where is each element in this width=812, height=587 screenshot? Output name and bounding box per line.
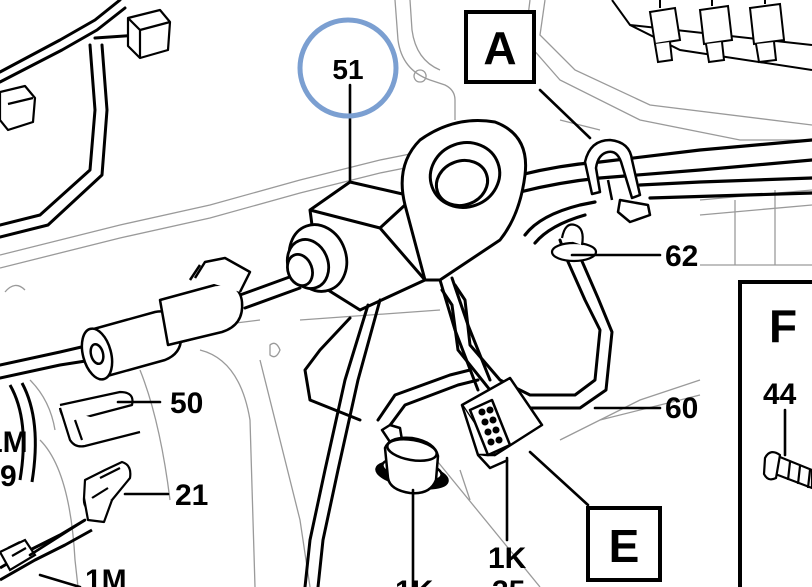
callout-1m-bottom-label: 1M [85,564,127,587]
bolt-44 [762,451,812,490]
callout-1m-left-label: 1M [0,426,28,459]
cable-clamp [583,138,652,224]
box-a: A [464,10,536,84]
leader-lines [28,83,787,587]
item-51-down-wires [303,276,492,587]
callout-51-label: 51 [332,54,363,85]
top-left-harness [0,0,142,239]
main-harness-right [518,138,812,245]
box-e: E [586,506,662,582]
top-right-relay-block [611,0,812,71]
item-50-clip [58,390,141,448]
item-21-connector [82,460,132,524]
box-f-frame [738,280,812,587]
callout-21-label: 21 [175,479,208,512]
callout-60-label: 60 [665,392,698,425]
callout-1k-left-label: 1K [395,575,434,587]
box-f-label: F [769,300,797,352]
left-harness-connector [80,256,252,381]
grommet-62 [550,223,598,263]
callout-35-label: 35 [492,575,525,587]
callout-1k-mid-label: 1K [488,542,527,575]
highlight-circle-51 [297,17,399,119]
bottom-left-connector [0,538,37,572]
callout-50-label: 50 [170,387,203,420]
round-connector-1k [375,423,449,495]
box-e-label: E [609,520,640,572]
item-51-gland [285,223,349,293]
block-connector-e [460,376,544,470]
top-left-connectors [0,8,172,132]
box-a-label: A [483,22,516,74]
callout-62-label: 62 [665,240,698,273]
callout-9-label: 9 [0,460,17,493]
callout-44-label: 44 [763,378,797,411]
